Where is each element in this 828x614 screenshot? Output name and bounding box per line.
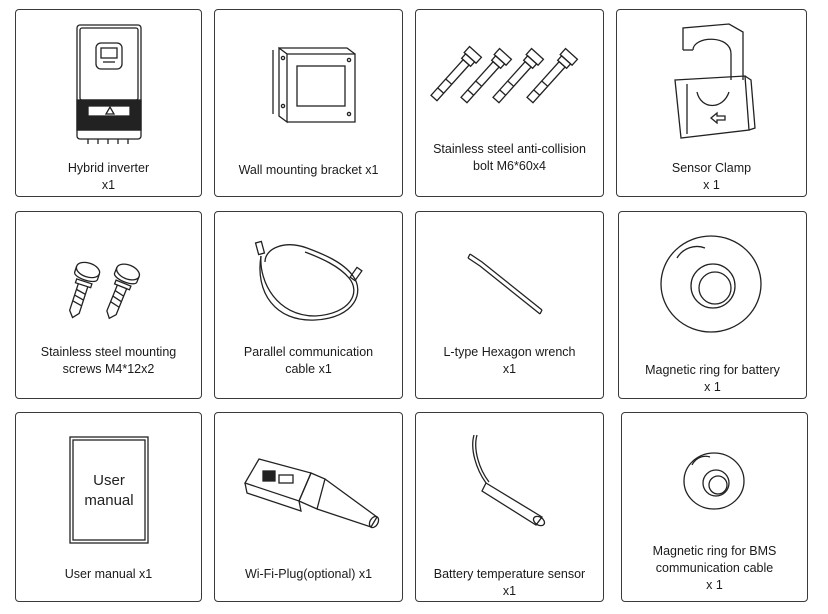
item-card-anti-collision-bolt: Stainless steel anti-collision bolt M6*6… <box>415 9 604 197</box>
item-card-hex-wrench: L-type Hexagon wrench x1 <box>415 211 604 399</box>
caption-line: cable x1 <box>285 362 332 376</box>
wall-bracket-icon <box>272 46 356 124</box>
item-caption: Parallel communication cable x1 <box>217 344 400 378</box>
caption-line: bolt M6*60x4 <box>473 159 546 173</box>
item-card-sensor-clamp: Sensor Clamp x 1 <box>616 9 807 197</box>
item-caption: L-type Hexagon wrench x1 <box>418 344 601 378</box>
manual-cover-line: User <box>93 472 125 489</box>
item-card-wall-bracket: Wall mounting bracket x1 <box>214 9 403 197</box>
hex-wrench-icon <box>467 253 543 315</box>
caption-line: Wi-Fi-Plug(optional) x1 <box>244 567 373 581</box>
item-caption: Magnetic ring for battery x 1 <box>621 362 804 396</box>
item-card-user-manual: User manual User manual x1 <box>15 412 202 602</box>
item-caption: Stainless steel mounting screws M4*12x2 <box>18 344 199 378</box>
item-caption: Hybrid inverter x1 <box>18 160 199 194</box>
caption-line: L-type Hexagon wrench <box>443 345 576 359</box>
caption-line: Stainless steel mounting <box>40 345 177 359</box>
item-caption: Stainless steel anti-collision bolt M6*6… <box>418 141 601 175</box>
item-card-magnetic-ring-battery: Magnetic ring for battery x 1 <box>618 211 807 399</box>
item-card-magnetic-ring-bms: Magnetic ring for BMS communication cabl… <box>621 412 808 602</box>
item-caption: User manual x1 <box>18 566 199 583</box>
mounting-screws-icon <box>68 261 141 320</box>
caption-line: Wall mounting bracket x1 <box>238 163 379 177</box>
item-caption: Wall mounting bracket x1 <box>217 162 400 179</box>
item-caption: Wi-Fi-Plug(optional) x1 <box>217 566 400 583</box>
caption-line: x1 <box>502 362 517 376</box>
item-card-hybrid-inverter: Hybrid inverter x1 <box>15 9 202 197</box>
caption-line: x 1 <box>703 178 720 192</box>
magnetic-ring-bms-icon <box>683 452 745 510</box>
user-manual-icon: User manual <box>69 436 149 544</box>
item-caption: Sensor Clamp x 1 <box>619 160 804 194</box>
caption-line: communication cable <box>655 561 774 575</box>
hybrid-inverter-icon <box>76 24 142 144</box>
caption-line: screws M4*12x2 <box>62 362 155 376</box>
manual-cover-line: manual <box>84 492 133 509</box>
parallel-cable-icon <box>254 240 363 321</box>
battery-temp-sensor-icon <box>472 434 546 527</box>
caption-line: Sensor Clamp <box>671 161 752 175</box>
caption-line: x 1 <box>704 380 721 394</box>
item-caption: Magnetic ring for BMS communication cabl… <box>624 543 805 594</box>
caption-line: Battery temperature sensor <box>433 567 586 581</box>
caption-line: User manual x1 <box>64 567 153 581</box>
caption-line: Magnetic ring for battery <box>645 363 780 377</box>
caption-line: Parallel communication <box>243 345 374 359</box>
item-caption: Battery temperature sensor x1 <box>418 566 601 600</box>
wifi-plug-icon <box>244 458 380 529</box>
item-card-wifi-plug: Wi-Fi-Plug(optional) x1 <box>214 412 403 602</box>
sensor-clamp-icon <box>674 23 756 139</box>
caption-line: x 1 <box>706 578 723 592</box>
caption-line: Magnetic ring for BMS <box>652 544 777 558</box>
caption-line: Hybrid inverter <box>67 161 150 175</box>
magnetic-ring-battery-icon <box>660 235 762 333</box>
item-card-mounting-screws: Stainless steel mounting screws M4*12x2 <box>15 211 202 399</box>
item-card-battery-temp-sensor: Battery temperature sensor x1 <box>415 412 604 602</box>
caption-line: x1 <box>502 584 517 598</box>
caption-line: x1 <box>101 178 116 192</box>
caption-line: Stainless steel anti-collision <box>433 142 586 156</box>
anti-collision-bolt-icon <box>430 45 579 104</box>
item-card-parallel-cable: Parallel communication cable x1 <box>214 211 403 399</box>
